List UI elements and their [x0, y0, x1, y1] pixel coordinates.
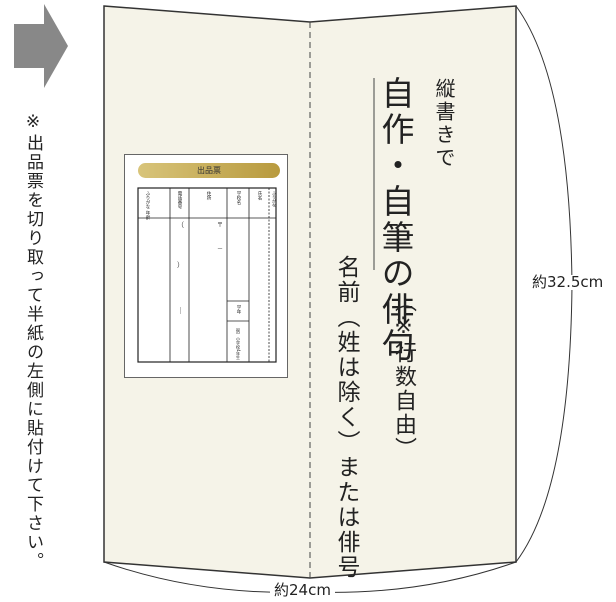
svg-text:）: ）	[177, 261, 184, 269]
slip-header-phone: 電話番号	[177, 191, 182, 209]
width-label: 約24cm	[270, 583, 335, 598]
slip-header-furigana-age: ふりがな 年齢	[145, 191, 150, 220]
svg-text:－: －	[217, 246, 223, 253]
slip-grade-label: 学年	[236, 305, 241, 314]
slip-header-name: 氏名	[257, 191, 262, 200]
slip-table: （ ） ｜ 〒 －	[137, 187, 277, 363]
height-label: 約32.5cm	[528, 275, 608, 290]
svg-text:｜: ｜	[177, 307, 184, 315]
slip-header-furigana: ふりがな	[272, 191, 277, 207]
instruction-note: ※出品票を切り取って半紙の左側に貼付けて下さい。	[23, 112, 43, 571]
name-note: 名前（姓は除く）または俳号	[333, 255, 359, 580]
slip-header-address: 住所	[206, 191, 211, 200]
slip-title: 出品票	[138, 163, 280, 178]
svg-text:〒: 〒	[217, 222, 223, 229]
title-sub: 縦書きで	[432, 78, 456, 170]
title-main: 自作・自筆の俳句	[376, 76, 415, 364]
entry-slip: 出品票 （ ） ｜ 〒 － ふりがな 年齢 電話番号 住所 学校名 氏名 ふりが…	[124, 154, 288, 378]
svg-text:（: （	[177, 221, 184, 229]
slip-grade-note: （例）小学校4年生	[236, 325, 241, 360]
slip-header-school: 学校名	[236, 191, 241, 205]
title-note: （※行数自由）	[391, 290, 416, 461]
